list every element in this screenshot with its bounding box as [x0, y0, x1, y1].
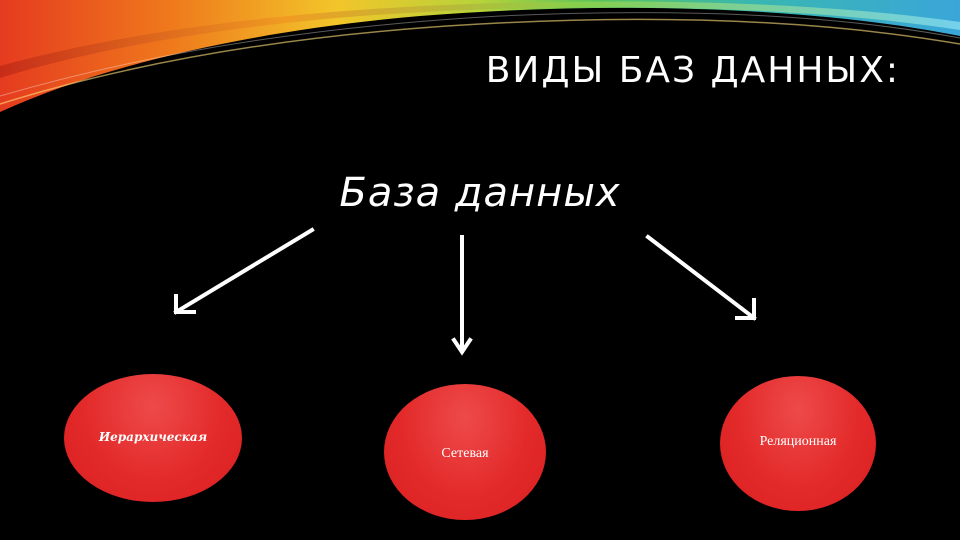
node-relational: Реляционная	[720, 376, 876, 511]
arrow-right	[645, 234, 757, 321]
root-node-label: База данных	[339, 170, 621, 216]
arrow-left	[173, 227, 315, 315]
node-relational-label: Реляционная	[759, 434, 837, 449]
node-hierarchical-label: Иерархическая	[98, 430, 208, 444]
node-network-label: Сетевая	[441, 446, 489, 461]
node-network: Сетевая	[384, 384, 546, 520]
arrow-down	[451, 235, 473, 356]
node-hierarchical: Иерархическая	[64, 374, 242, 502]
slide-title: ВИДЫ БАЗ ДАННЫХ:	[485, 50, 900, 91]
rainbow-ribbon-decoration	[0, 0, 960, 112]
